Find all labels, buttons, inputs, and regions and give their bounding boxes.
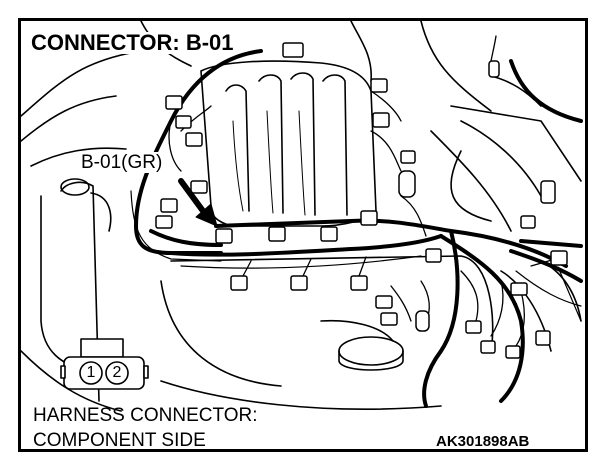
pin-1-label: 1 <box>86 364 96 381</box>
intake-manifold <box>200 60 377 227</box>
diagram-frame: CONNECTOR: B-01 B-01(GR) 1 2 HARNESS CON… <box>18 18 588 452</box>
wiring-harness-outline <box>130 190 582 307</box>
harness-connector-label: HARNESS CONNECTOR: <box>33 405 258 426</box>
connector-face-symbol <box>60 338 149 390</box>
pin-2-label: 2 <box>112 364 122 381</box>
connector-title: CONNECTOR: B-01 <box>31 32 238 54</box>
leader-line <box>557 266 582 322</box>
figure-code: AK301898AB <box>436 433 530 450</box>
engine-bay-illustration <box>21 21 583 412</box>
callout-arrow <box>178 178 218 227</box>
harness-connectors <box>155 42 568 359</box>
component-side-label: COMPONENT SIDE <box>33 430 206 451</box>
connector-callout-label: B-01(GR) <box>79 152 165 173</box>
